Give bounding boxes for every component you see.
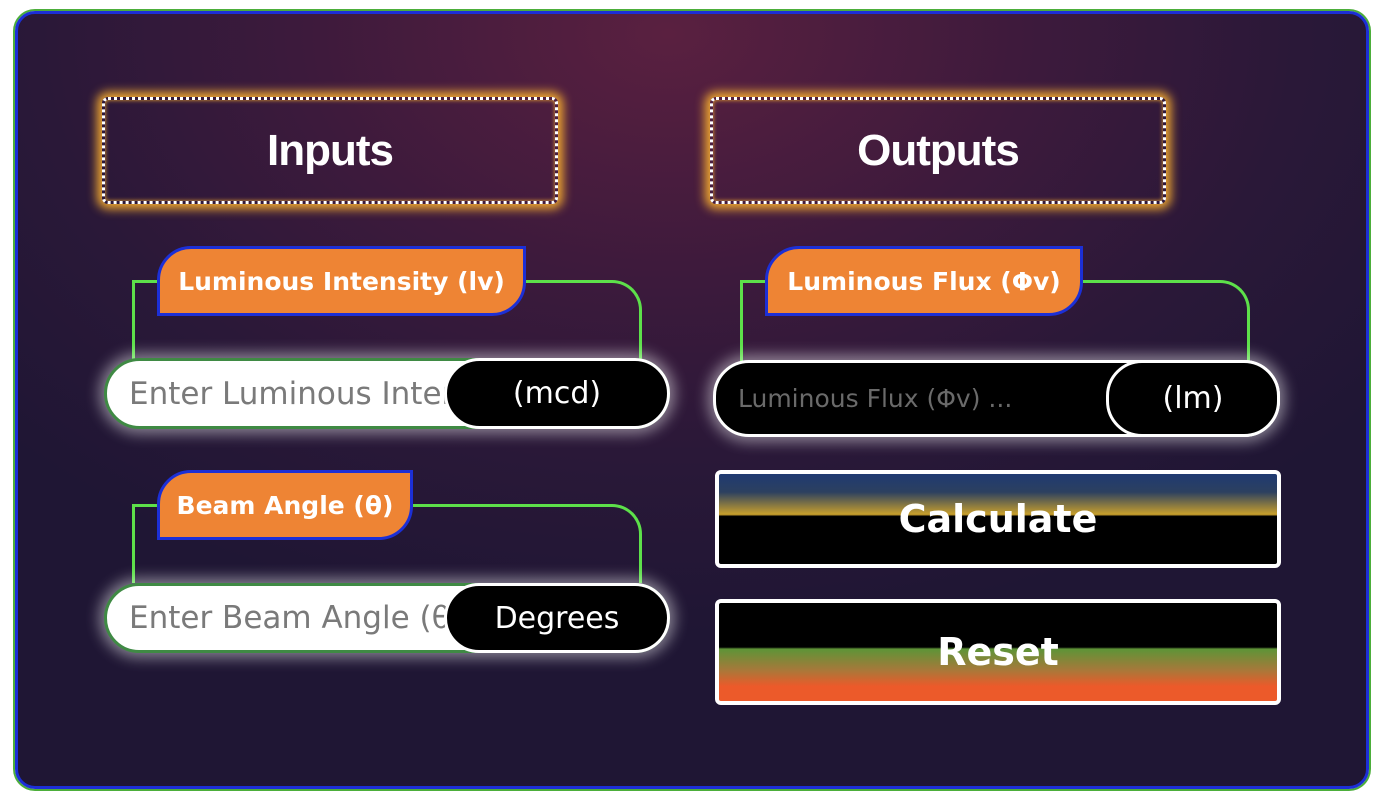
beam-angle-label: Beam Angle (θ): [157, 470, 413, 540]
luminous-flux-field[interactable]: (lm): [713, 360, 1280, 437]
luminous-flux-output[interactable]: [738, 363, 1098, 434]
beam-angle-input[interactable]: [129, 586, 469, 650]
luminous-flux-label: Luminous Flux (Φv): [765, 246, 1083, 316]
luminous-flux-unit: (lm): [1106, 360, 1280, 437]
reset-button[interactable]: Reset: [715, 599, 1281, 705]
calculate-button[interactable]: Calculate: [715, 470, 1281, 568]
outputs-heading: Outputs: [710, 97, 1166, 204]
luminous-intensity-field[interactable]: (mcd): [104, 358, 670, 429]
beam-angle-field[interactable]: Degrees: [104, 583, 670, 653]
luminous-intensity-label: Luminous Intensity (lv): [157, 246, 526, 316]
calculator-panel: Inputs Outputs Luminous Intensity (lv) (…: [15, 11, 1369, 789]
inputs-heading: Inputs: [102, 97, 558, 204]
beam-angle-unit: Degrees: [444, 583, 670, 653]
luminous-intensity-unit: (mcd): [444, 358, 670, 429]
luminous-intensity-input[interactable]: [129, 361, 469, 426]
